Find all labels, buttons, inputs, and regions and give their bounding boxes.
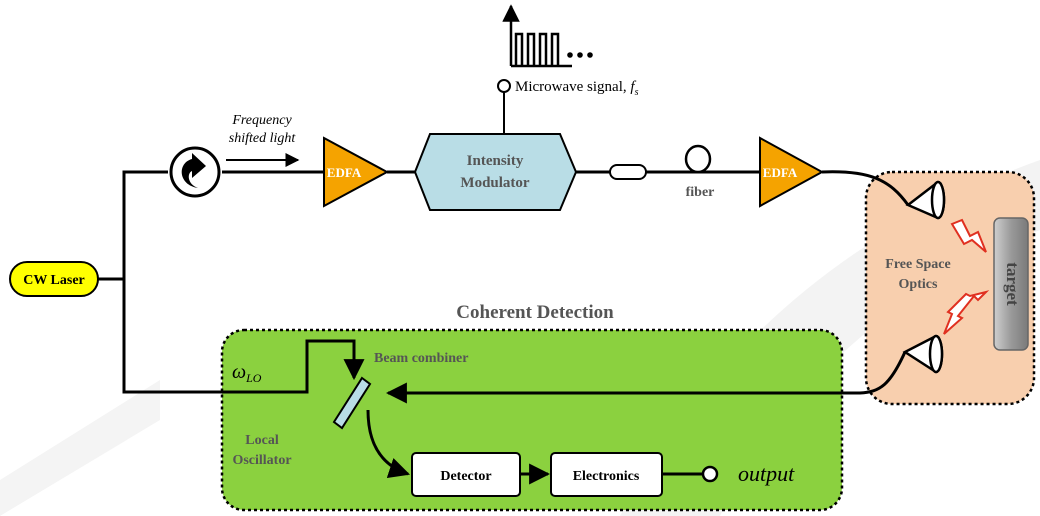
edfa-amplifier-2 xyxy=(759,136,825,208)
microwave-signal-label: Microwave signal, fs xyxy=(515,79,639,98)
edfa-amplifier-1 xyxy=(323,136,390,208)
isolator-icon xyxy=(609,164,647,180)
microwave-port-icon xyxy=(497,79,511,93)
background-decoration xyxy=(0,380,160,516)
local-oscillator-label-1: Local xyxy=(245,433,279,448)
intensity-modulator-label-2: Modulator xyxy=(460,175,530,191)
detector-box xyxy=(411,452,521,497)
outgoing-beam-bolt-icon xyxy=(950,218,987,253)
omega-lo-label: ωLO xyxy=(232,361,262,385)
beam-combiner-label: Beam combiner xyxy=(374,351,468,366)
pulse-train-icon xyxy=(502,4,593,68)
free-space-label-1: Free Space xyxy=(885,257,950,272)
edfa-label-2: EDFA xyxy=(763,165,798,180)
cw-laser-label: CW Laser xyxy=(23,273,85,288)
fiber-coil-icon xyxy=(684,144,712,174)
intensity-modulator-label-1: Intensity xyxy=(467,153,524,169)
receive-telescope-icon xyxy=(902,334,944,374)
intensity-modulator xyxy=(413,133,578,211)
free-space-optics-box xyxy=(864,170,1036,406)
return-beam-bolt-icon xyxy=(943,290,990,335)
electronics-label: Electronics xyxy=(573,469,640,484)
detector-label: Detector xyxy=(440,469,491,484)
target-label: target xyxy=(1003,262,1022,306)
local-oscillator-label-2: Oscillator xyxy=(232,453,291,468)
output-label: output xyxy=(738,461,795,486)
circulator-icon xyxy=(169,146,221,198)
frequency-shifted-label: Frequency xyxy=(231,113,292,128)
beam-combiner-plate xyxy=(332,376,372,430)
free-space-label-2: Optics xyxy=(899,277,938,292)
coherent-detection-box xyxy=(220,328,844,512)
electronics-box xyxy=(550,452,663,497)
fiber-label: fiber xyxy=(686,185,715,200)
coherent-detection-title: Coherent Detection xyxy=(456,302,614,323)
output-port-icon xyxy=(701,465,719,483)
frequency-shifted-label-2: shifted light xyxy=(229,131,297,146)
optical-paths xyxy=(98,170,910,485)
target-block xyxy=(993,217,1029,351)
cw-laser-box xyxy=(9,261,99,297)
edfa-label-1: EDFA xyxy=(327,165,362,180)
transmit-telescope-icon xyxy=(905,180,946,220)
